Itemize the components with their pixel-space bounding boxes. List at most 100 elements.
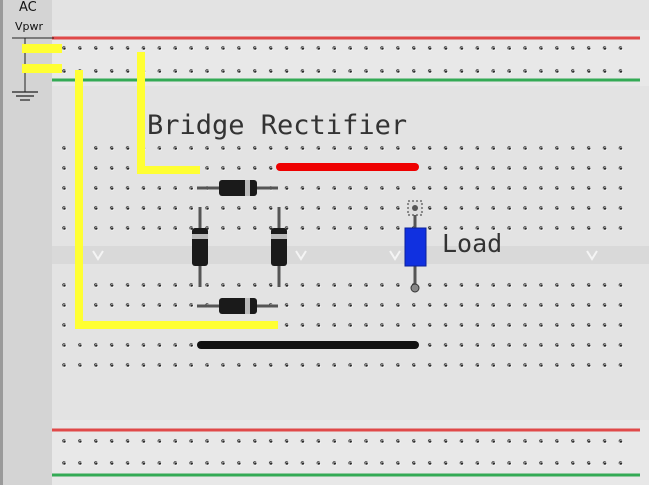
breadboard-hole-highlight [491,46,496,51]
breadboard-hole-highlight [348,46,353,51]
breadboard-hole [491,186,496,190]
breadboard-hole [364,186,368,190]
breadboard-hole [571,323,575,327]
breadboard-hole-highlight [539,226,544,231]
breadboard-hole [173,363,178,367]
breadboard-hole-highlight [523,206,528,211]
breadboard-hole [62,206,66,210]
breadboard-hole [427,343,432,347]
breadboard-hole [380,146,384,150]
breadboard-hole-highlight [571,439,576,444]
breadboard-hole [364,461,368,465]
breadboard-hole-highlight [269,166,274,171]
breadboard-hole [507,146,512,150]
breadboard-hole-highlight [126,343,131,348]
breadboard-hole-highlight [285,206,290,211]
breadboard-hole [571,439,575,443]
breadboard-hole [189,363,193,367]
breadboard-hole-highlight [189,461,194,466]
circuit-title: Bridge Rectifier [147,110,408,141]
breadboard-hole-highlight [380,323,385,328]
breadboard-hole-highlight [507,439,512,444]
breadboard-hole [157,303,162,307]
breadboard-hole-highlight [348,186,353,191]
diode-top[interactable] [197,180,278,196]
diode-right[interactable] [271,207,287,287]
breadboard-hole [157,69,162,73]
source-connector-bottom[interactable] [22,64,62,73]
supply-wire-top[interactable] [137,52,200,174]
breadboard-hole [507,343,512,347]
breadboard-hole [62,363,66,367]
breadboard-hole-highlight [301,226,306,231]
breadboard-hole-highlight [380,146,385,151]
breadboard-hole-highlight [603,69,608,74]
breadboard-hole [364,303,368,307]
breadboard-hole [586,283,591,287]
breadboard-hole [253,69,257,73]
breadboard-hole-highlight [332,439,337,444]
breadboard-hole [618,206,623,210]
breadboard-hole-highlight [555,439,560,444]
breadboard-hole [237,283,241,287]
load-resistor[interactable] [404,200,427,293]
breadboard-hole-highlight [364,146,369,151]
breadboard-hole-highlight [189,46,194,51]
source-connector-top[interactable] [22,44,62,53]
breadboard-hole-highlight [237,146,242,151]
breadboard-hole [539,166,543,170]
breadboard-hole-highlight [110,146,115,151]
breadboard-hole [475,186,480,190]
breadboard-hole-highlight [444,166,449,171]
breadboard-hole [507,186,512,190]
breadboard-hole-highlight [539,363,544,368]
breadboard-hole [141,283,146,287]
breadboard-hole-highlight [301,146,306,151]
breadboard-hole-highlight [110,303,115,308]
breadboard-hole-highlight [237,166,242,171]
breadboard-hole [173,186,178,190]
breadboard-hole-highlight [253,69,258,74]
breadboard-hole [396,186,400,190]
breadboard-hole [332,186,337,190]
breadboard-hole-highlight [523,186,528,191]
channel-marks [92,250,598,261]
breadboard-hole [412,186,416,190]
breadboard-hole [125,439,130,443]
breadboard-hole-highlight [285,146,290,151]
breadboard-hole [109,206,114,210]
breadboard-hole-highlight [237,69,242,74]
breadboard-hole [189,46,193,50]
breadboard-hole [475,461,480,465]
breadboard-hole-highlight [491,206,496,211]
breadboard-hole-highlight [523,323,528,328]
breadboard-hole-highlight [428,186,433,191]
breadboard-hole-highlight [269,46,274,51]
diode-left[interactable] [192,207,208,287]
breadboard-hole-highlight [380,439,385,444]
supply-wire-bottom[interactable] [75,70,278,329]
breadboard-hole-highlight [364,363,369,368]
breadboard-hole-highlight [428,146,433,151]
breadboard-hole [586,461,591,465]
breadboard-hole-highlight [476,166,480,171]
breadboard-hole-highlight [603,186,608,191]
breadboard-hole [396,69,400,73]
breadboard-hole-highlight [126,186,131,191]
breadboard-hole-highlight [317,206,321,211]
breadboard-hole-highlight [491,69,496,74]
breadboard-hole [62,46,66,50]
left-panel [0,0,52,485]
breadboard-hole [475,439,480,443]
breadboard-hole [109,363,114,367]
breadboard-hole [364,323,368,327]
breadboard-hole-highlight [348,283,353,288]
breadboard-hole [300,323,305,327]
breadboard-hole-highlight [587,166,592,171]
breadboard-hole-highlight [364,303,369,308]
breadboard-hole-highlight [253,461,258,466]
breadboard-hole [507,461,512,465]
diode-bottom[interactable] [197,298,278,314]
breadboard-hole-highlight [253,206,258,211]
breadboard-hole [523,461,527,465]
